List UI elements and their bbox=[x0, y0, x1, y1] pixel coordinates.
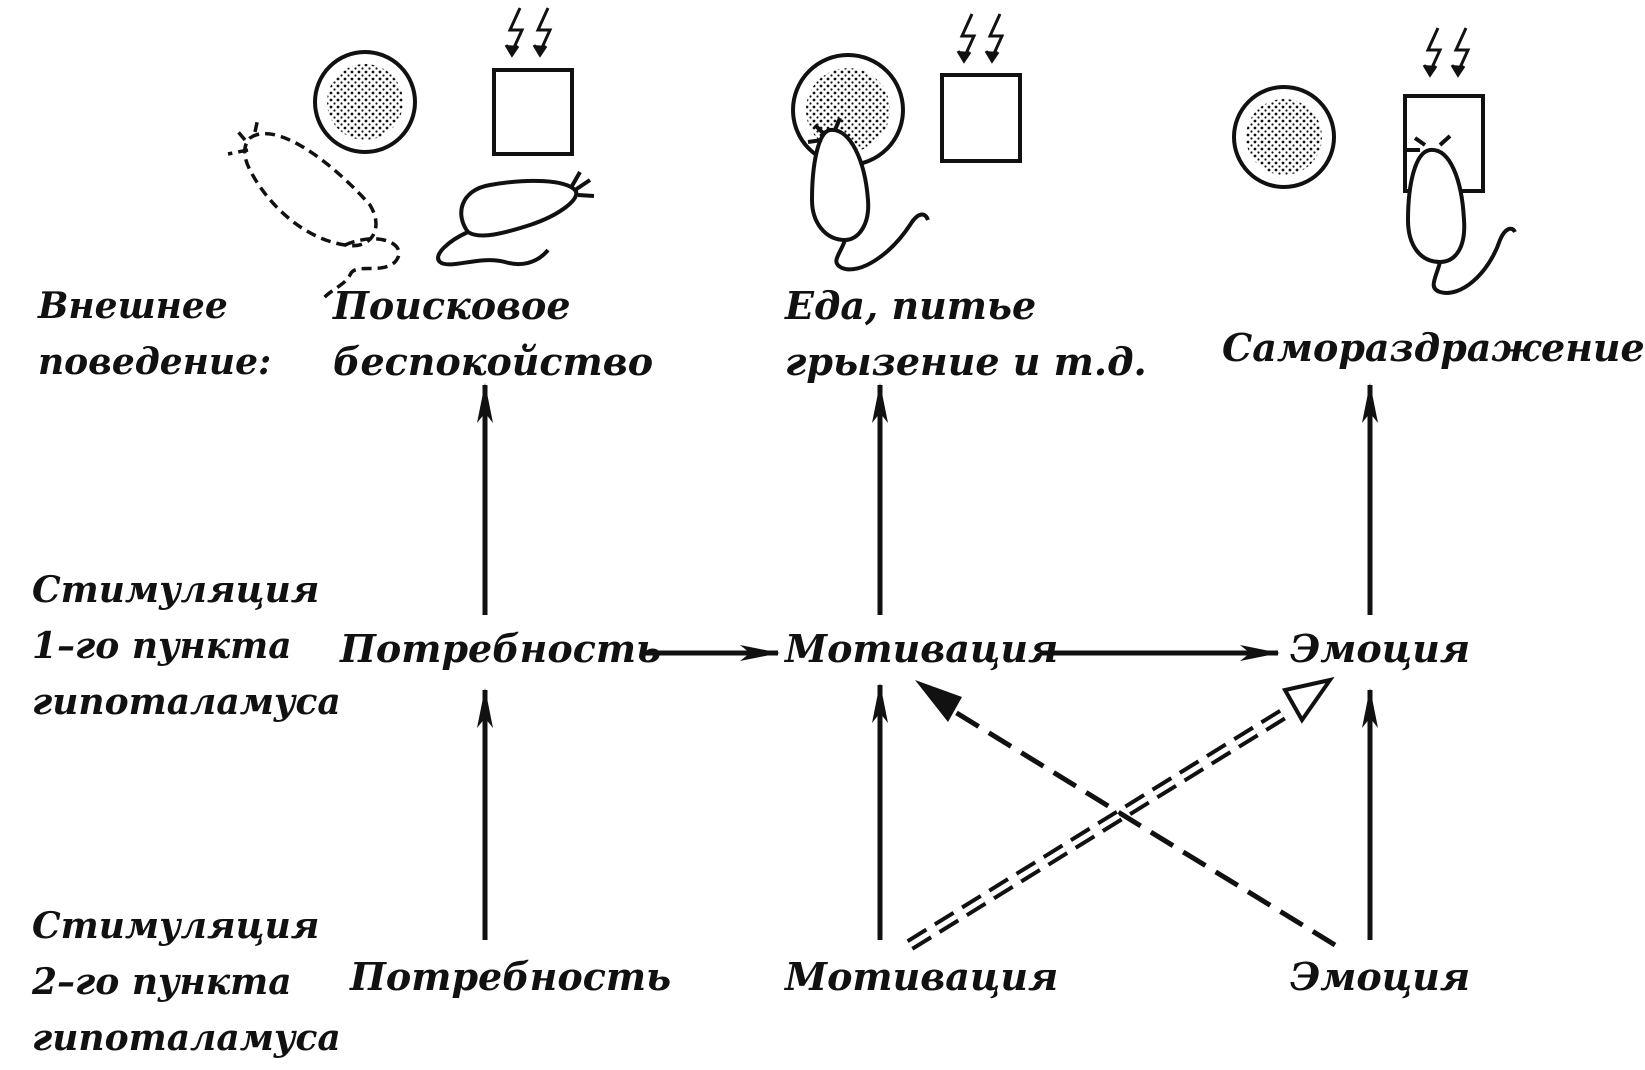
behavior-line: Самораздражение bbox=[1222, 325, 1645, 370]
electrode-lever-icon bbox=[940, 73, 1022, 163]
row-label-line: 1–го пункта bbox=[32, 625, 292, 667]
behavior-self-stimulation: Самораздражение bbox=[1222, 320, 1645, 376]
row-label-stimulation-point-1: Стимуляция 1–го пункта гипоталамуса bbox=[32, 562, 341, 730]
behavior-line: грызение и т.д. bbox=[785, 339, 1147, 384]
behavior-line: Поисковое bbox=[333, 283, 571, 328]
behavior-line: беспокойство bbox=[333, 339, 654, 384]
node-need-1: Потребность bbox=[340, 626, 662, 671]
row-label-line: Стимуляция bbox=[32, 569, 320, 611]
search-illustration bbox=[227, 7, 595, 302]
hollow-arrow-motivation2-to-emotion1 bbox=[906, 676, 1335, 951]
behavior-search-restlessness: Поисковое беспокойство bbox=[333, 278, 653, 390]
upper-arrows bbox=[477, 383, 1378, 615]
row-label-line: гипоталамуса bbox=[32, 1017, 341, 1059]
eating-illustration bbox=[791, 13, 1022, 272]
row-label-line: 2–го пункта bbox=[32, 961, 292, 1003]
node-emotion-1: Эмоция bbox=[1290, 626, 1471, 671]
row-label-line: Внешнее bbox=[38, 285, 228, 327]
behavior-eating-drinking: Еда, питье грызение и т.д. bbox=[785, 278, 1147, 390]
rat-icon bbox=[436, 171, 595, 267]
row-label-stimulation-point-2: Стимуляция 2–го пункта гипоталамуса bbox=[32, 898, 341, 1066]
rat-icon bbox=[807, 117, 930, 272]
food-dish-icon bbox=[313, 50, 417, 154]
row-label-line: Стимуляция bbox=[32, 905, 320, 947]
self-stimulation-illustration bbox=[1232, 27, 1517, 295]
node-motivation-1: Мотивация bbox=[785, 626, 1059, 671]
lightning-icon bbox=[1422, 27, 1471, 78]
node-need-2: Потребность bbox=[350, 954, 672, 999]
lower-arrows bbox=[477, 683, 1378, 940]
electrode-lever-icon bbox=[492, 68, 574, 156]
rat-icon bbox=[1405, 134, 1517, 295]
row-label-line: поведение: bbox=[38, 341, 272, 383]
row-label-line: гипоталамуса bbox=[32, 681, 341, 723]
row-label-external-behavior: Внешнее поведение: bbox=[38, 278, 271, 390]
lightning-icon bbox=[504, 7, 553, 58]
node-motivation-2: Мотивация bbox=[785, 954, 1059, 999]
dashed-arrow-emotion2-to-motivation1 bbox=[915, 680, 1337, 948]
lightning-icon bbox=[956, 13, 1005, 64]
behavior-line: Еда, питье bbox=[785, 283, 1037, 328]
node-emotion-2: Эмоция bbox=[1290, 954, 1471, 999]
rat-icon bbox=[227, 117, 401, 302]
food-dish-icon bbox=[1232, 85, 1336, 189]
